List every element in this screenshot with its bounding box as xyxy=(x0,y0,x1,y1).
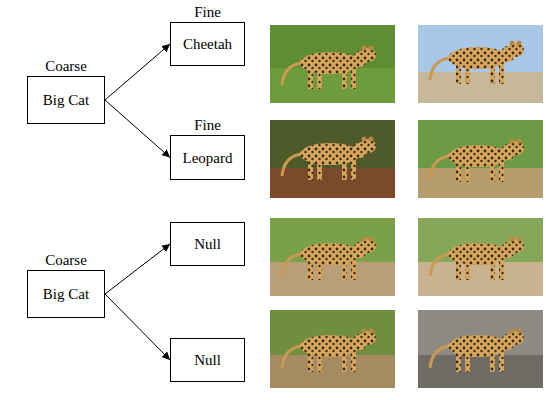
arrow-connector xyxy=(105,44,170,100)
category-label: Null xyxy=(194,235,221,253)
category-label: Cheetah xyxy=(183,35,232,53)
unlabelled-photo xyxy=(270,218,395,296)
level-heading: Fine xyxy=(194,116,221,134)
arrow-connector xyxy=(105,244,170,294)
unlabelled-photo xyxy=(418,218,543,296)
category-label: Big Cat xyxy=(43,285,89,303)
category-label: Leopard xyxy=(183,149,233,167)
category-label: Big Cat xyxy=(43,91,89,109)
arrow-connector xyxy=(105,100,170,158)
level-heading: Coarse xyxy=(45,57,87,75)
category-box: FineCheetah xyxy=(170,22,245,66)
cheetah-photo xyxy=(270,25,395,103)
category-box: Null xyxy=(170,222,245,266)
category-box: CoarseBig Cat xyxy=(27,76,105,124)
level-heading: Fine xyxy=(194,3,221,21)
arrow-connector xyxy=(105,294,170,360)
category-label: Null xyxy=(194,351,221,369)
category-box: FineLeopard xyxy=(170,135,245,180)
category-box: CoarseBig Cat xyxy=(27,270,105,318)
cheetah-photo xyxy=(418,25,543,103)
leopard-photo xyxy=(418,120,543,198)
unlabelled-photo xyxy=(270,310,395,388)
category-box: Null xyxy=(170,338,245,382)
unlabelled-photo xyxy=(418,310,543,388)
leopard-photo xyxy=(270,120,395,198)
level-heading: Coarse xyxy=(45,251,87,269)
